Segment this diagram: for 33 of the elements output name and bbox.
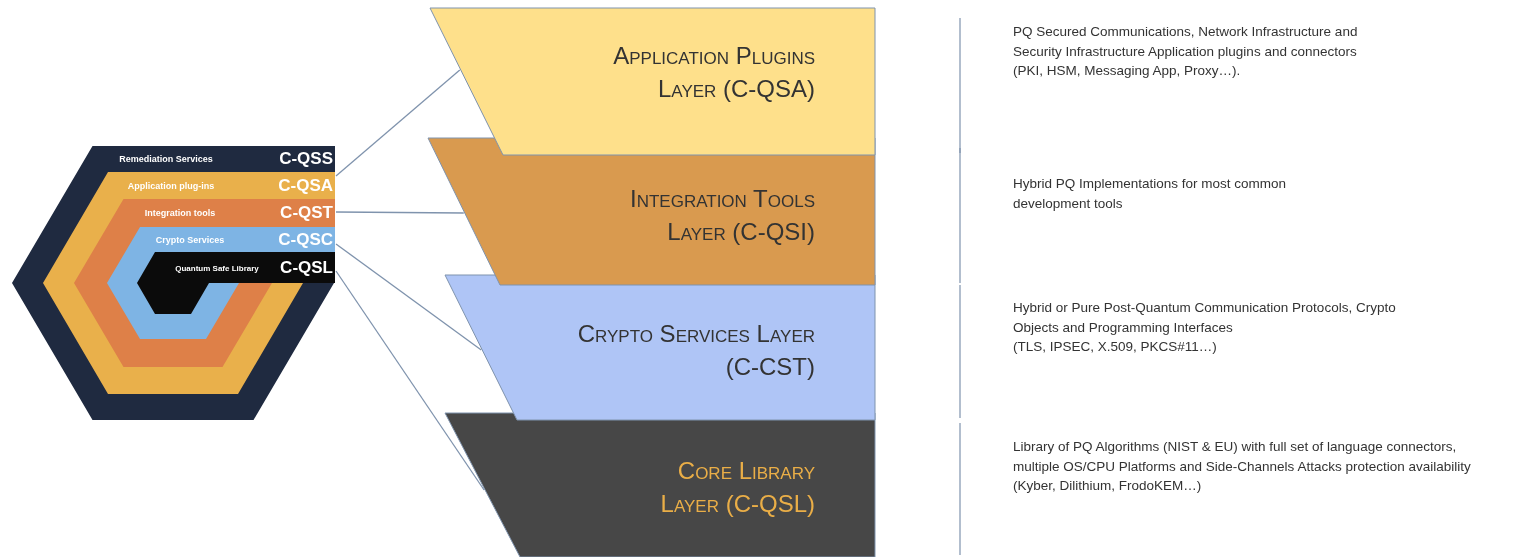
layer-label: Remediation Services bbox=[119, 154, 213, 164]
connector-line bbox=[335, 211, 465, 214]
description-text: Hybrid or Pure Post-Quantum Communication Protocols, Crypto Objects and Programming Interfaces bbox=[1013, 299, 1397, 337]
description-text: (Kyber, Dilithium, FrodoKEM…) bbox=[1013, 477, 1203, 496]
layer-title: Core Library Layer (C-QSL) bbox=[659, 455, 815, 519]
hexagon-band bbox=[107, 227, 335, 339]
hexagon-band bbox=[12, 146, 335, 420]
description-text: Library of PQ Algorithms (NIST & EU) with full set of language connectors, multiple OS/CPU Platforms and Side-Channels Attacks protection availability bbox=[1013, 438, 1472, 476]
layer-label: Integration tools bbox=[144, 208, 216, 218]
description-text: (PKI, HSM, Messaging App, Proxy…). bbox=[1013, 62, 1242, 81]
layer-title: Integration Tools Layer (C-QSI) bbox=[629, 183, 815, 247]
layer-label: Crypto Services bbox=[155, 234, 225, 245]
layer-panel bbox=[430, 8, 875, 155]
hexagon-band bbox=[74, 199, 335, 367]
layer-title: Application Plugins Layer (C-QSA) bbox=[612, 40, 815, 104]
layer-code: C-QSA bbox=[278, 175, 333, 196]
connector-line bbox=[335, 270, 485, 491]
layer-code: C-QSC bbox=[278, 229, 333, 250]
layer-code: C-QSL bbox=[280, 257, 333, 278]
connector-line bbox=[335, 69, 461, 177]
layer-title: Crypto Services Layer (C-CST) bbox=[576, 318, 815, 382]
layer-label: Application plug-ins bbox=[127, 180, 215, 191]
layer-code: C-QST bbox=[280, 203, 333, 223]
layer-panel bbox=[445, 413, 875, 557]
description-text: PQ Secured Communications, Network Infrastructure and Security Infrastructure Application plugins and connectors bbox=[1013, 23, 1359, 61]
description-text: (TLS, IPSEC, X.509, PKCS#11…) bbox=[1013, 338, 1218, 357]
description-text: Hybrid PQ Implementations for most common development tools bbox=[1013, 175, 1288, 213]
hexagon-band bbox=[43, 172, 335, 394]
connector-line bbox=[335, 243, 482, 351]
layer-panel bbox=[445, 275, 875, 420]
hexagon-band bbox=[137, 252, 335, 314]
layer-code: C-QSS bbox=[279, 149, 333, 169]
layer-label: Quantum Safe Library bbox=[175, 263, 259, 272]
